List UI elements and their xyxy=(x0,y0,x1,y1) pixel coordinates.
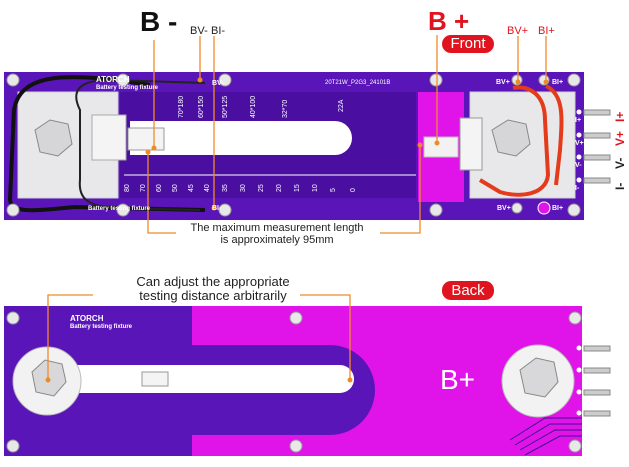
measure-note: The maximum measurement length is approx… xyxy=(172,222,382,246)
back-badge: Back xyxy=(442,281,494,300)
measure-note-line1: The maximum measurement length xyxy=(190,222,364,234)
back-slot xyxy=(60,365,354,393)
pad-bi-plus: BI+ xyxy=(552,79,564,86)
adjust-note-line1: Can adjust the appropriate xyxy=(136,274,290,289)
bi-minus-label: BI- xyxy=(211,25,226,37)
pad-bv-minus: BV- xyxy=(212,80,224,87)
adjust-note-line2: testing distance arbitrarily xyxy=(139,288,287,303)
edge-pin-i-minus: I- xyxy=(575,185,580,192)
pad-bv-plus-bottom: BV+ xyxy=(497,205,511,212)
pcb-code: 20T21W_P2G3_24101B xyxy=(325,80,391,86)
front-subtitle: Battery testing fixture xyxy=(96,85,159,91)
back-b-plus: B+ xyxy=(440,364,476,395)
black-wire-inner xyxy=(75,78,206,211)
measure-note-line2: is approximately 95mm xyxy=(220,234,334,246)
edge-pin-v-minus: V- xyxy=(575,162,582,169)
back-subtitle: Battery testing fixture xyxy=(70,324,133,330)
black-wire-outer xyxy=(7,75,206,213)
edge-pin-i-plus: I+ xyxy=(575,117,582,124)
back-slot-clip xyxy=(141,371,169,387)
pad-bv-plus: BV+ xyxy=(496,79,510,86)
edge-pin-v-plus: V+ xyxy=(575,140,584,147)
red-wire-outer xyxy=(478,85,551,197)
bi-plus-label: BI+ xyxy=(538,25,555,37)
front-badge: Front xyxy=(442,35,494,53)
front-board xyxy=(4,35,611,234)
left-hex-nut xyxy=(34,119,73,157)
bv-minus-label: BV- xyxy=(190,25,208,37)
bv-plus-label: BV+ xyxy=(507,25,529,37)
right-hex-nut xyxy=(491,119,531,157)
back-right-hex-nut xyxy=(519,357,559,398)
pad-bi-plus-bottom: BI+ xyxy=(552,205,564,212)
front-brand: ATORCH xyxy=(96,75,130,84)
adjust-note: Can adjust the appropriate testing dista… xyxy=(98,275,328,303)
pad-bi-minus: BI- xyxy=(212,205,222,212)
front-subtitle-bottom: Battery testing fixture xyxy=(88,206,151,212)
left-clip xyxy=(127,127,165,151)
back-brand: ATORCH xyxy=(70,314,104,323)
red-wire-inner xyxy=(544,84,564,186)
b-plus-label: B + xyxy=(428,6,470,36)
adjust-slot xyxy=(130,121,352,155)
b-minus-label: B - xyxy=(140,6,178,37)
right-lug xyxy=(459,117,483,171)
left-lug xyxy=(91,114,127,161)
